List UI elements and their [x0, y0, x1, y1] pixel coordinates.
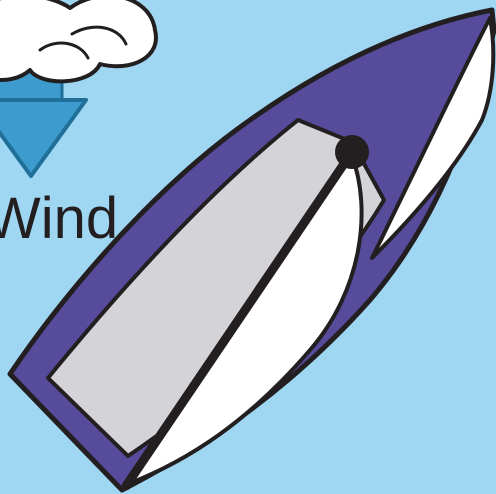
wind-label: Wind — [0, 186, 118, 251]
mast — [335, 135, 369, 169]
